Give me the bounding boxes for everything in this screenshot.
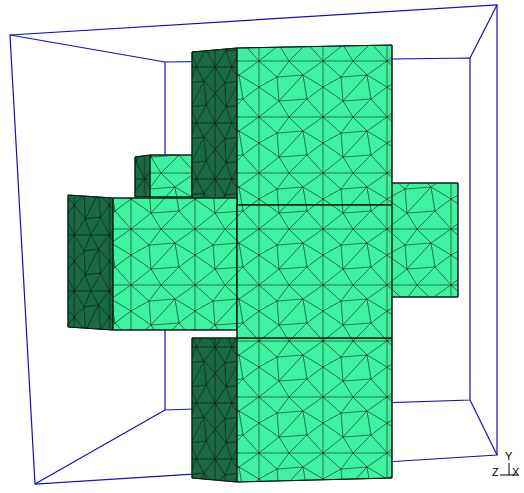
axis-label: X (512, 466, 519, 478)
cross-shape (68, 45, 458, 482)
axis-label: Y (505, 450, 512, 462)
axis-label: Z (492, 466, 499, 478)
bounding-box (10, 5, 497, 484)
